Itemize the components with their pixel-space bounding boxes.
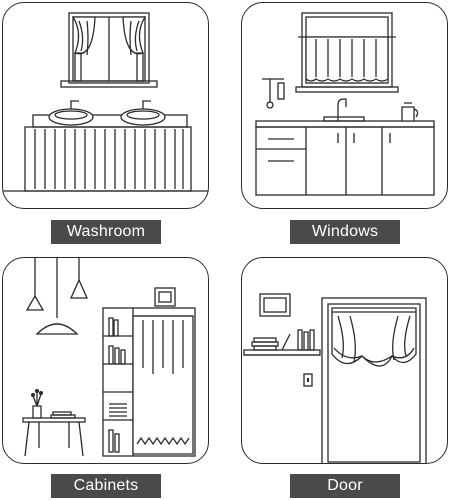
door-panel: [241, 257, 448, 464]
windows-label: Windows: [290, 220, 400, 244]
door-illustration: [243, 293, 427, 463]
cabinets-illustration: [22, 258, 196, 457]
cabinets-panel: [2, 257, 209, 464]
washroom-label: Washroom: [51, 220, 161, 244]
washroom-illustration: [3, 12, 208, 192]
door-label: Door: [290, 474, 400, 498]
washroom-panel: [2, 2, 209, 209]
windows-illustration: [255, 12, 435, 196]
cabinets-label: Cabinets: [51, 474, 161, 498]
windows-panel: [241, 2, 448, 209]
